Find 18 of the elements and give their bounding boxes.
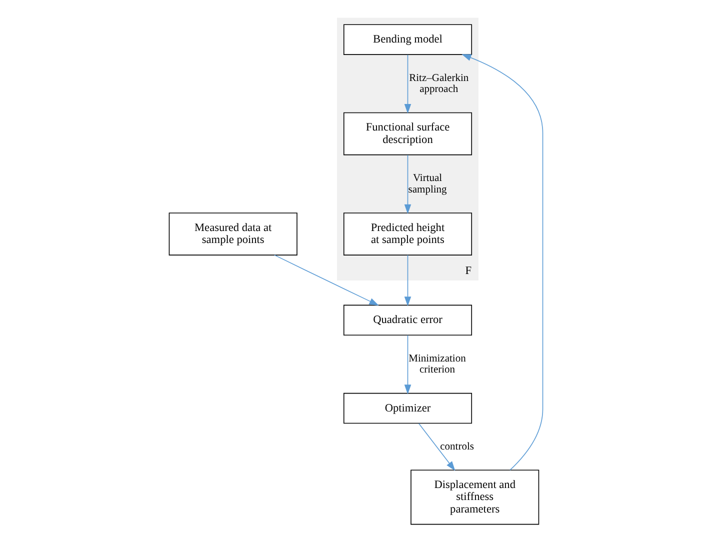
node-box: Functional surface description <box>342 112 472 156</box>
node-box: Quadratic error <box>342 304 472 336</box>
node-box: Bending model <box>342 24 472 55</box>
arrow <box>274 254 378 306</box>
node-box: Measured data at sample points <box>168 212 297 256</box>
arrow <box>404 54 411 114</box>
edge-label: Minimization criterion <box>408 353 466 376</box>
arrow <box>404 154 411 214</box>
node-box: Optimizer <box>342 392 472 424</box>
node-box: Displacement and stiffness parameters <box>410 470 539 525</box>
edge-label: controls <box>440 441 474 452</box>
node-box: Predicted height at sample points <box>342 212 472 256</box>
arrow <box>404 254 411 306</box>
edge-label: Virtual sampling <box>408 173 446 196</box>
arrow <box>418 423 455 471</box>
arrow <box>404 334 411 394</box>
arrow <box>461 54 543 470</box>
edge-label: Ritz–Galerkin approach <box>408 72 468 96</box>
